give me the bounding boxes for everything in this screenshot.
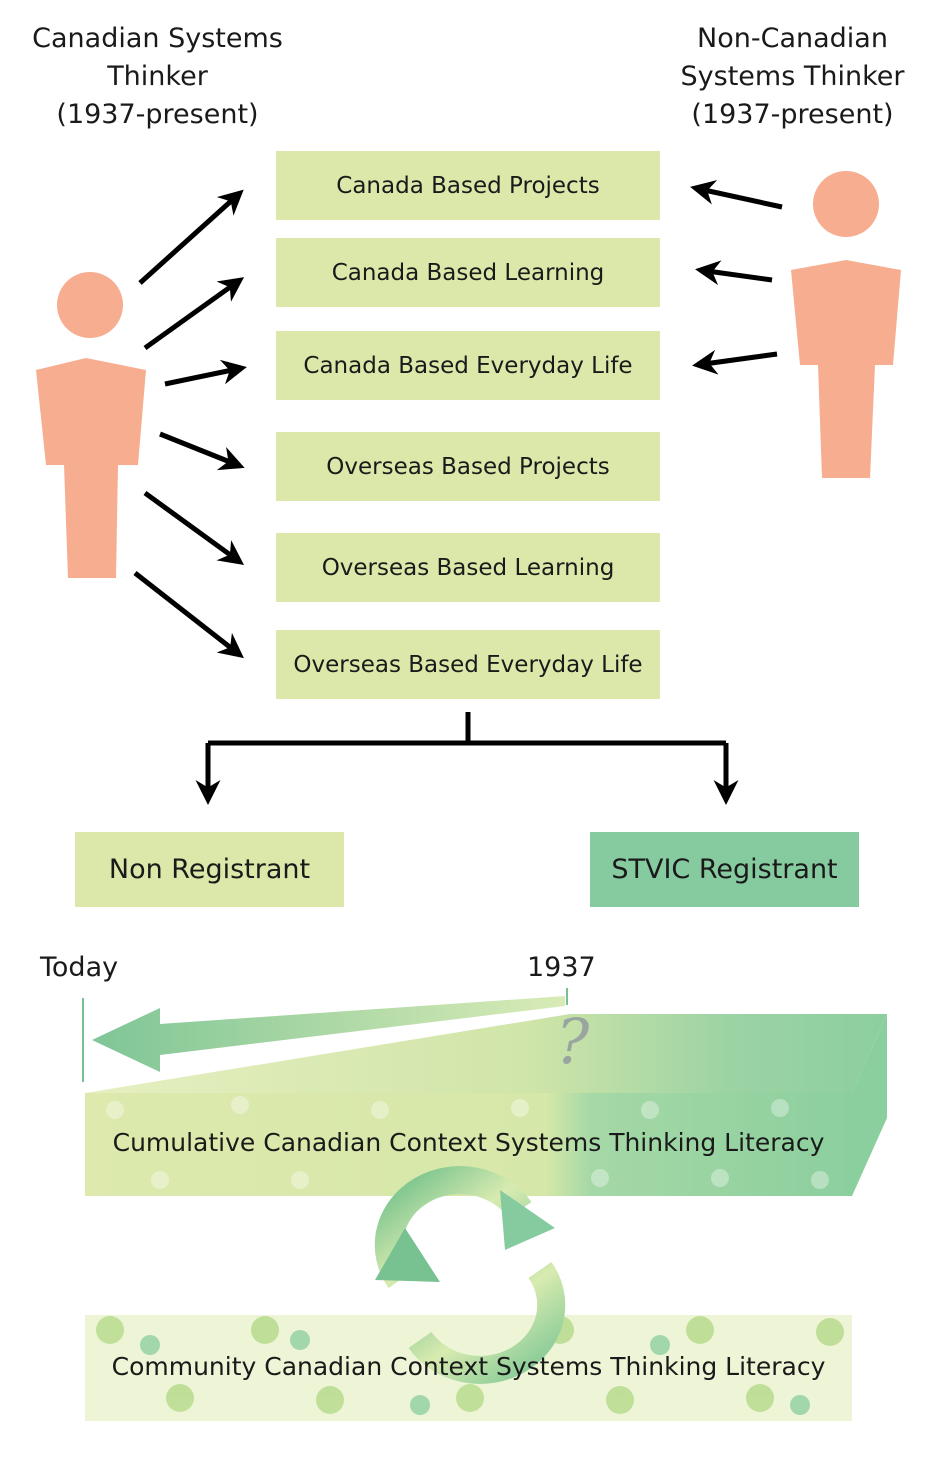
- canadian-title-line3: (1937-present): [56, 99, 259, 130]
- timeline-today-label: Today: [40, 952, 119, 983]
- stvic-registrant-box: STVIC Registrant: [590, 832, 859, 907]
- non-canadian-thinker-figure: [791, 171, 901, 478]
- canadian-title-line2: Thinker: [107, 61, 208, 92]
- context-box-overseas-learning: Overseas Based Learning: [276, 533, 660, 602]
- timeline-graphic: [82, 988, 568, 1082]
- context-box-canada-everyday-life: Canada Based Everyday Life: [276, 331, 660, 400]
- timeline-start-label: 1937: [527, 952, 596, 983]
- context-box-canada-projects: Canada Based Projects: [276, 151, 660, 220]
- context-box-overseas-projects: Overseas Based Projects: [276, 432, 660, 501]
- canadian-thinker-title: Canadian Systems Thinker (1937-present): [20, 20, 295, 134]
- context-box-canada-learning: Canada Based Learning: [276, 238, 660, 307]
- cumulative-literacy-slab: [85, 1014, 887, 1196]
- community-literacy-label: Community Canadian Context Systems Think…: [111, 1352, 826, 1381]
- non-canadian-arrows: [690, 180, 783, 375]
- context-box-overseas-everyday-life: Overseas Based Everyday Life: [276, 630, 660, 699]
- canadian-thinker-figure: [36, 272, 146, 578]
- non-canadian-title-line1: Non-Canadian: [697, 23, 888, 54]
- cycle-arrows-icon: [374, 1166, 566, 1384]
- non-canadian-title-line2: Systems Thinker: [680, 61, 905, 92]
- canadian-arrows: [133, 189, 247, 659]
- non-canadian-title-line3: (1937-present): [691, 99, 894, 130]
- cumulative-literacy-label: Cumulative Canadian Context Systems Thin…: [112, 1128, 825, 1157]
- non-registrant-box: Non Registrant: [75, 832, 344, 907]
- canadian-title-line1: Canadian Systems: [32, 23, 283, 54]
- outcome-branch-connector: [195, 712, 739, 805]
- unknown-question-mark: ?: [556, 1005, 590, 1078]
- non-canadian-thinker-title: Non-Canadian Systems Thinker (1937-prese…: [670, 20, 915, 134]
